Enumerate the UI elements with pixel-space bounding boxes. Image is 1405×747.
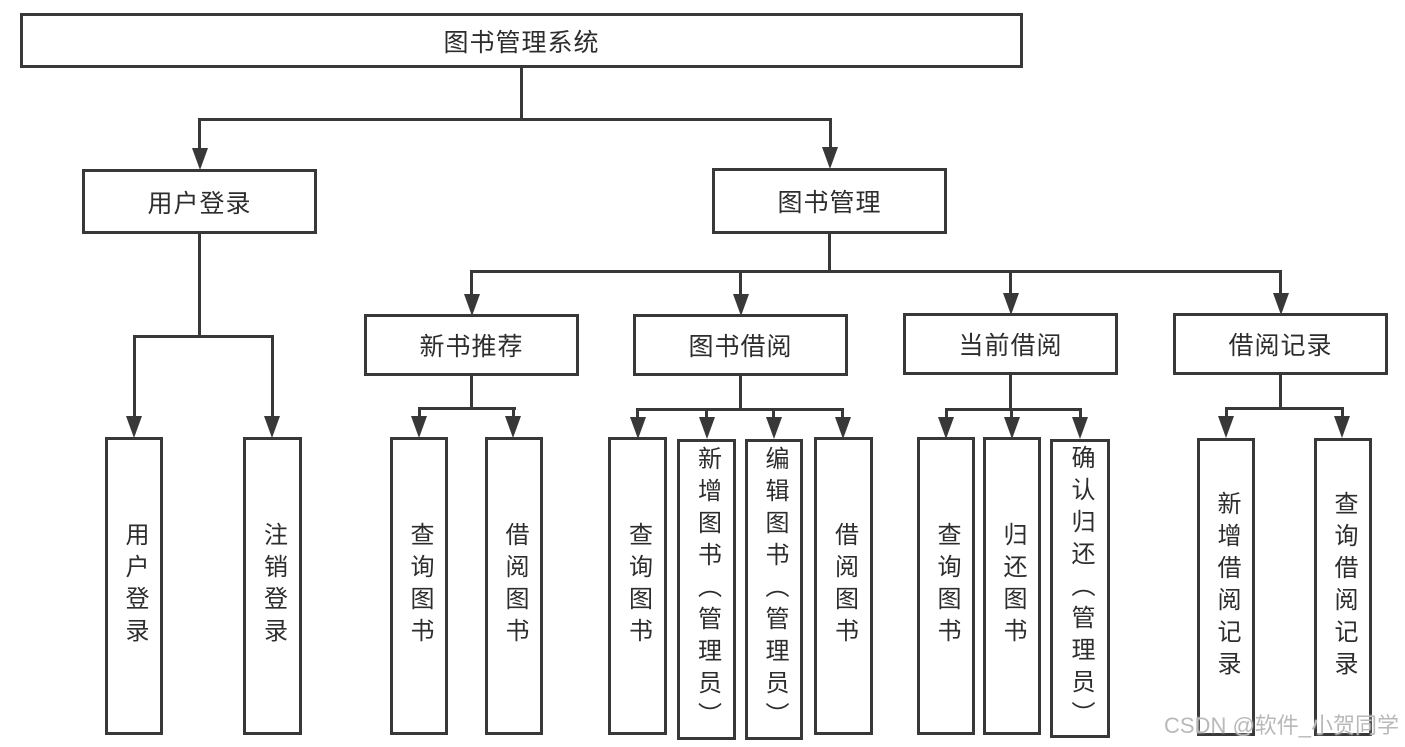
- node-label: 注销登录: [259, 522, 287, 650]
- arrowhead-icon: [1273, 293, 1289, 315]
- node-label: 用户登录: [147, 189, 252, 218]
- arrowhead-icon: [1072, 417, 1088, 439]
- node-label: 归还图书: [999, 522, 1026, 650]
- arrowhead-icon: [411, 416, 427, 438]
- node-label: 图书管理系统: [443, 28, 600, 57]
- leaf-query-books-borrow: 查询图书: [608, 437, 667, 735]
- leaf-edit-books-admin: 编辑图书（管理员）: [745, 439, 803, 740]
- node-label: 查询图书: [624, 522, 652, 650]
- connector-line: [636, 408, 844, 411]
- node-new-book-recommend: 新书推荐: [364, 314, 579, 376]
- connector-line: [1225, 407, 1344, 410]
- node-label: 确认归还（管理员）: [1067, 444, 1094, 733]
- connector-line: [1341, 407, 1344, 418]
- node-label: 查询图书: [406, 522, 433, 650]
- node-book-management: 图书管理: [712, 168, 947, 234]
- arrowhead-icon: [505, 416, 521, 438]
- arrowhead-icon: [630, 417, 646, 439]
- connector-line: [512, 407, 515, 418]
- arrowhead-icon: [264, 416, 280, 438]
- watermark-text: CSDN @软件_小贺同学: [1164, 713, 1400, 738]
- node-library-system: 图书管理系统: [20, 13, 1023, 68]
- arrowhead-icon: [733, 294, 749, 316]
- connector-line: [418, 407, 516, 410]
- node-label: 当前借阅: [958, 332, 1063, 360]
- leaf-query-borrow-record: 查询借阅记录: [1314, 438, 1372, 736]
- connector-line: [1279, 270, 1282, 295]
- node-label: 新书推荐: [419, 333, 524, 361]
- leaf-confirm-return-admin: 确认归还（管理员）: [1050, 439, 1110, 738]
- node-user-login: 用户登录: [82, 169, 317, 234]
- leaf-add-borrow-record: 新增借阅记录: [1197, 438, 1255, 736]
- connector-line: [828, 232, 831, 270]
- node-label: 借阅记录: [1228, 332, 1333, 360]
- connector-line: [520, 66, 523, 118]
- node-label: 借阅图书: [501, 522, 528, 650]
- connector-line: [470, 270, 473, 295]
- node-label: 用户登录: [121, 522, 148, 650]
- leaf-user-login: 用户登录: [105, 437, 163, 735]
- arrowhead-icon: [1003, 293, 1019, 315]
- arrowhead-icon: [1334, 416, 1350, 438]
- node-label: 图书管理: [777, 189, 882, 217]
- connector-line: [739, 270, 742, 295]
- connector-line: [772, 408, 775, 418]
- node-label: 借阅图书: [830, 522, 858, 650]
- connector-line: [1079, 408, 1082, 418]
- connector-line: [739, 375, 742, 409]
- leaf-return-books: 归还图书: [983, 437, 1041, 735]
- connector-line: [945, 408, 1082, 411]
- arrowhead-icon: [126, 416, 142, 438]
- arrowhead-icon: [822, 147, 838, 169]
- connector-line: [636, 408, 639, 418]
- leaf-borrow-books: 借阅图书: [814, 437, 873, 735]
- arrowhead-icon: [192, 148, 208, 170]
- arrowhead-icon: [1218, 416, 1234, 438]
- connector-line: [1010, 408, 1013, 418]
- arrowhead-icon: [835, 417, 851, 439]
- connector-line: [1009, 375, 1012, 409]
- node-label: 图书借阅: [688, 333, 793, 361]
- connector-line: [841, 408, 844, 418]
- arrowhead-icon: [766, 417, 782, 439]
- connector-line: [271, 335, 274, 417]
- arrowhead-icon: [1004, 417, 1020, 439]
- node-label: 查询借阅记录: [1330, 491, 1357, 683]
- arrowhead-icon: [699, 417, 715, 439]
- connector-line: [705, 408, 708, 418]
- connector-line: [1225, 407, 1228, 418]
- arrowhead-icon: [938, 417, 954, 439]
- connector-line: [198, 118, 832, 121]
- node-label: 新增借阅记录: [1213, 491, 1240, 683]
- connector-line: [133, 335, 136, 417]
- connector-line: [470, 270, 1282, 273]
- node-label: 编辑图书（管理员）: [761, 445, 788, 734]
- node-current-borrowing: 当前借阅: [903, 313, 1118, 375]
- arrowhead-icon: [464, 294, 480, 316]
- connector-line: [1279, 375, 1282, 408]
- connector-line: [829, 118, 832, 149]
- node-label: 查询图书: [933, 522, 960, 650]
- connector-line: [470, 375, 473, 408]
- leaf-query-books-current: 查询图书: [917, 437, 975, 735]
- connector-line: [198, 233, 201, 336]
- connector-line: [418, 407, 421, 418]
- connector-line: [1009, 270, 1012, 295]
- leaf-add-books-admin: 新增图书（管理员）: [677, 439, 736, 740]
- connector-line: [945, 408, 948, 418]
- node-borrowing-records: 借阅记录: [1173, 313, 1388, 375]
- leaf-logout: 注销登录: [243, 437, 302, 735]
- node-label: 新增图书（管理员）: [693, 445, 721, 734]
- node-book-borrowing: 图书借阅: [633, 314, 848, 376]
- connector-line: [133, 335, 274, 338]
- leaf-query-books-recommend: 查询图书: [390, 437, 448, 735]
- connector-line: [198, 118, 201, 150]
- leaf-borrow-books-recommend: 借阅图书: [485, 437, 543, 735]
